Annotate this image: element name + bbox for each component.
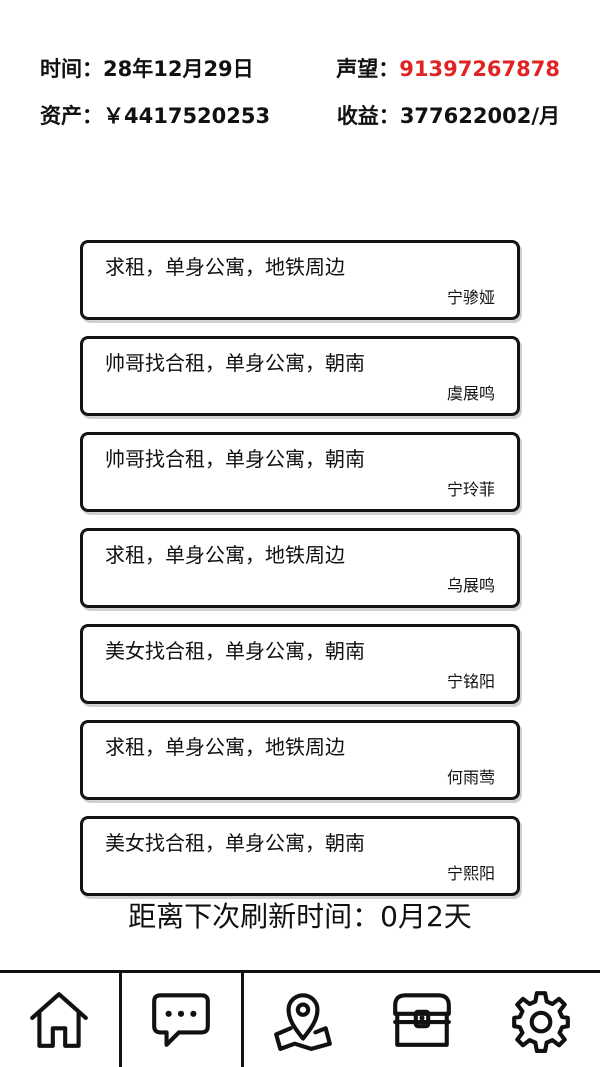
listing-title: 求租，单身公寓，地铁周边 [105, 543, 345, 567]
nav-treasure-button[interactable] [362, 973, 481, 1067]
listing-title: 求租，单身公寓，地铁周边 [105, 255, 345, 279]
nav-map-button[interactable] [244, 973, 363, 1067]
map-pin-icon [274, 993, 332, 1051]
reputation-label: 声望： [336, 57, 400, 81]
listing-card[interactable]: 求租，单身公寓，地铁周边 宁骖娅 [80, 240, 520, 320]
stat-income: 收益：377622002/月 [337, 102, 560, 130]
time-value: 28年12月29日 [103, 57, 254, 81]
assets-value: ￥4417520253 [103, 104, 271, 128]
gear-icon [511, 991, 570, 1053]
nav-home-button[interactable] [0, 973, 119, 1067]
nav-messages-button[interactable] [118, 973, 244, 1067]
listing-card[interactable]: 帅哥找合租，单身公寓，朝南 虞展鸣 [80, 336, 520, 416]
listing-card[interactable]: 美女找合租，单身公寓，朝南 宁熙阳 [80, 816, 520, 896]
listing-card[interactable]: 帅哥找合租，单身公寓，朝南 宁玲菲 [80, 432, 520, 512]
stat-time: 时间：28年12月29日 [40, 55, 254, 83]
listing-card[interactable]: 美女找合租，单身公寓，朝南 宁铭阳 [80, 624, 520, 704]
bottom-navbar [0, 970, 600, 1067]
nav-settings-button[interactable] [481, 973, 600, 1067]
listing-title: 帅哥找合租，单身公寓，朝南 [105, 447, 365, 471]
listing-title: 求租，单身公寓，地铁周边 [105, 735, 345, 759]
reputation-value: 91397267878 [399, 57, 560, 81]
listing-title: 美女找合租，单身公寓，朝南 [105, 831, 365, 855]
listing-title: 美女找合租，单身公寓，朝南 [105, 639, 365, 663]
listing-tenant-name: 宁骖娅 [446, 288, 495, 307]
listing-tenant-name: 宁玲菲 [446, 480, 495, 499]
time-label: 时间： [40, 57, 103, 81]
home-icon [30, 992, 89, 1048]
listing-card[interactable]: 求租，单身公寓，地铁周边 何雨莺 [80, 720, 520, 800]
income-value: 377622002/月 [399, 104, 560, 128]
listing-tenant-name: 虞展鸣 [446, 384, 495, 403]
income-label: 收益： [336, 104, 400, 128]
listing-list: 求租，单身公寓，地铁周边 宁骖娅 帅哥找合租，单身公寓，朝南 虞展鸣 帅哥找合租… [80, 240, 520, 912]
stat-reputation: 声望：91397267878 [336, 55, 560, 83]
assets-label: 资产： [40, 104, 103, 128]
listing-tenant-name: 何雨莺 [446, 768, 495, 787]
listing-title: 帅哥找合租，单身公寓，朝南 [105, 351, 365, 375]
treasure-chest-icon [392, 993, 451, 1047]
listing-card[interactable]: 求租，单身公寓，地铁周边 乌展鸣 [80, 528, 520, 608]
listing-tenant-name: 乌展鸣 [446, 576, 495, 595]
listing-tenant-name: 宁铭阳 [446, 672, 495, 691]
refresh-countdown: 距离下次刷新时间：0月2天 [128, 900, 472, 933]
message-icon [152, 993, 211, 1047]
stat-assets: 资产：￥4417520253 [40, 102, 270, 130]
listing-tenant-name: 宁熙阳 [446, 864, 495, 883]
